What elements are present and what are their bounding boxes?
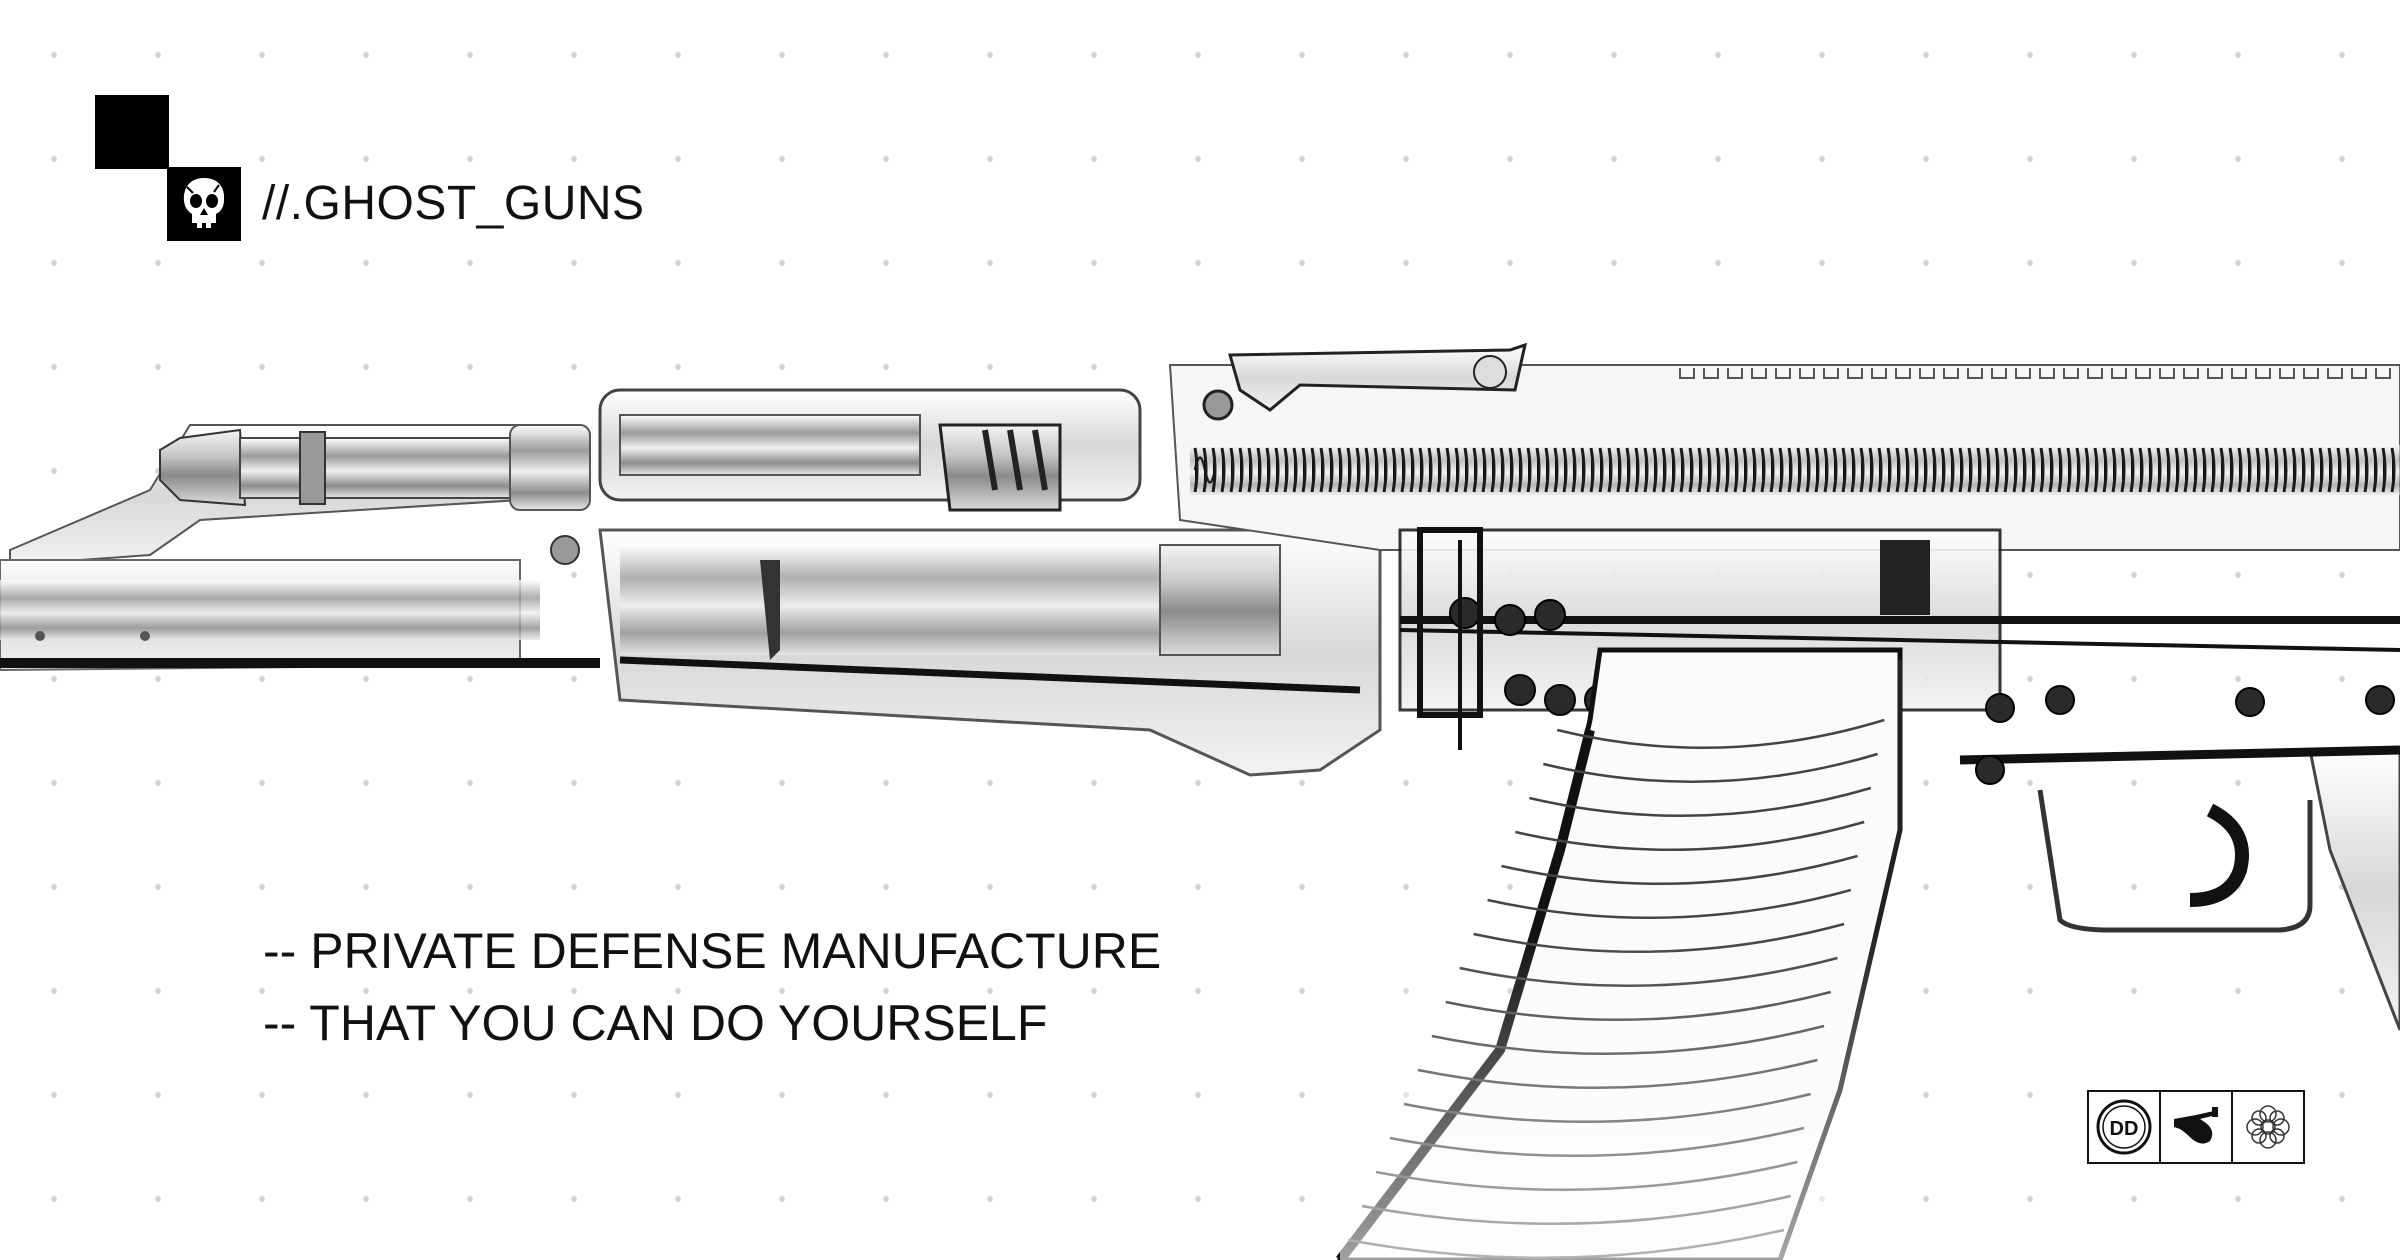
dd-badge-text: DD xyxy=(2110,1118,2139,1140)
partner-badges: DD xyxy=(2087,1090,2305,1164)
dd-badge-icon: DD xyxy=(2089,1092,2161,1162)
rifle-xray-illustration xyxy=(0,342,2400,1260)
logo-square-top xyxy=(95,95,169,169)
skull-icon xyxy=(167,167,241,241)
tagline-line-2: -- THAT YOU CAN DO YOURSELF xyxy=(263,995,1048,1051)
brand-title: //.GHOST_GUNS xyxy=(262,177,645,230)
tagline-line-1: -- PRIVATE DEFENSE MANUFACTURE xyxy=(263,923,1162,979)
arm-gun-icon xyxy=(2161,1092,2233,1162)
rose-seal-icon xyxy=(2233,1092,2303,1162)
brand-logo xyxy=(95,95,241,241)
